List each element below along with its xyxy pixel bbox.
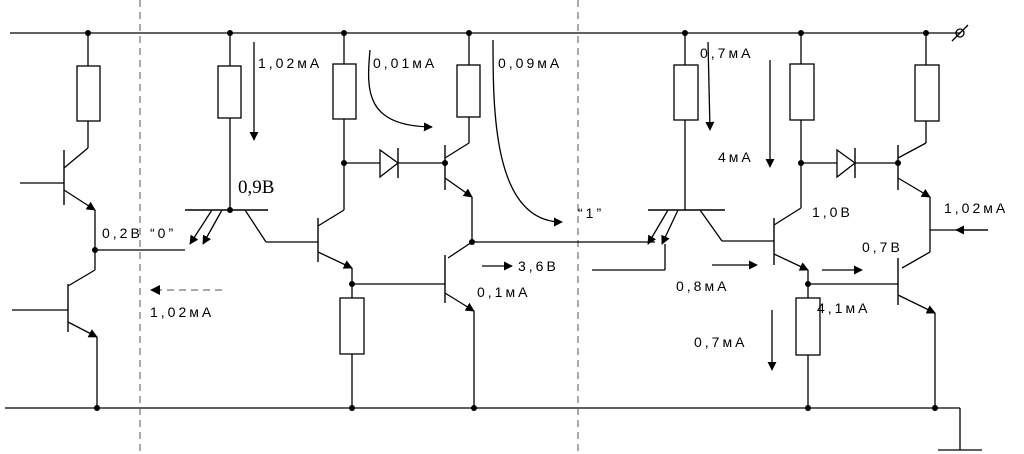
current-label: 0,01мА <box>373 55 437 71</box>
resistor <box>914 64 940 122</box>
resistor <box>795 297 821 356</box>
resistor <box>339 297 365 355</box>
diode <box>379 148 400 179</box>
voltage-label: 0,7В <box>862 239 903 255</box>
logic-state-label: “1” <box>578 205 604 221</box>
left-output-stage <box>12 30 185 411</box>
middle-gate <box>185 30 655 411</box>
voltage-label: 0,9В <box>238 177 274 198</box>
current-label: 1,02мА <box>944 200 1008 216</box>
current-label: 0,09мА <box>498 55 562 71</box>
diode <box>836 148 857 179</box>
current-label: 4мА <box>718 149 754 165</box>
annotation-arrows <box>150 39 988 371</box>
current-label: 0,7мА <box>700 45 753 61</box>
current-label: 0,7мА <box>694 334 747 350</box>
current-label: 0,8мА <box>676 278 729 294</box>
current-label: 4,1мА <box>817 300 870 316</box>
resistor <box>789 63 815 121</box>
resistor <box>332 63 357 120</box>
voltage-label: 0,2В <box>102 225 143 241</box>
resistor <box>76 65 101 122</box>
voltage-label: 3,6В <box>518 258 559 274</box>
voltage-label: 1,0В <box>812 204 853 220</box>
supply-rail <box>10 24 969 42</box>
ground-symbol <box>938 408 982 451</box>
current-label: 1,02мА <box>258 55 322 71</box>
current-label: 1,02мА <box>150 304 214 320</box>
resistor <box>673 64 699 121</box>
resistor <box>217 65 242 119</box>
logic-state-label: “0” <box>150 225 176 241</box>
right-gate <box>592 30 988 411</box>
resistor <box>456 64 481 118</box>
current-label: 0,1мА <box>477 284 530 300</box>
